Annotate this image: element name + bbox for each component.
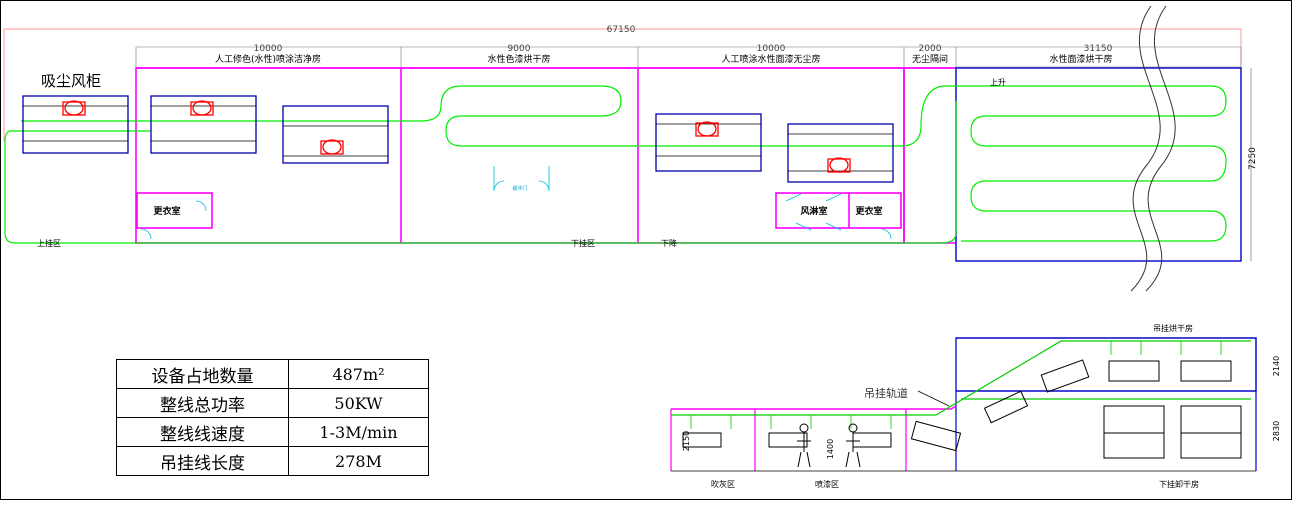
elevation-view — [670, 337, 1257, 472]
section-4-name: 无尘隔间 — [912, 53, 948, 65]
spec-label: 整线总功率 — [116, 388, 289, 418]
spec-row: 吊挂线长度 278M — [116, 446, 429, 476]
spec-table: 设备占地数量 487m² 整线总功率 50KW 整线线速度 1-3M/min 吊… — [116, 359, 429, 476]
dim-upper: 2140 — [1272, 356, 1281, 376]
dim-mid: 1400 — [826, 439, 835, 459]
section-2-name: 水性色漆烘干房 — [487, 53, 550, 65]
section-3-dim: 10000 — [757, 44, 786, 54]
spec-label: 设备占地数量 — [116, 359, 289, 389]
total-length-dim: 67150 — [607, 25, 636, 35]
air-shower-label: 风淋室 — [800, 205, 827, 217]
height-dim: 7250 — [1248, 147, 1258, 170]
zone-unload-label: 下挂卸干房 — [1159, 479, 1199, 489]
doors — [140, 166, 892, 240]
down-label: 下降 — [661, 238, 677, 248]
change-room-2-label: 更衣室 — [855, 205, 882, 217]
section-5-dim: 31150 — [1084, 44, 1113, 54]
section-4-dim: 2000 — [919, 44, 942, 54]
spec-label: 吊挂线长度 — [116, 446, 289, 476]
break-line — [1130, 5, 1176, 292]
dimension-lines — [3, 28, 1242, 141]
spec-value: 1-3M/min — [288, 417, 429, 447]
spec-value: 278M — [288, 446, 429, 476]
room-walls — [135, 67, 956, 244]
up-label: 上升 — [990, 78, 1006, 87]
booth-unit — [22, 95, 129, 154]
dust-cabinet-label: 吸尘风柜 — [41, 72, 101, 90]
spec-row: 设备占地数量 487m² — [116, 359, 429, 389]
rail-label: 吊挂轨道 — [864, 386, 908, 400]
dim-left: 2150 — [682, 431, 691, 451]
spec-value: 50KW — [288, 388, 429, 418]
section-1-name: 人工修色(水性)喷涂洁净房 — [215, 53, 321, 65]
elev-oven-label: 吊挂烘干房 — [1153, 323, 1193, 333]
change-room-1-label: 更衣室 — [153, 205, 180, 217]
oven-room-border — [955, 67, 1242, 262]
booth-unit — [150, 95, 257, 154]
buffer-door-label: 缓冲门 — [512, 185, 527, 192]
spec-label: 整线线速度 — [116, 417, 289, 447]
booth-unit — [655, 113, 762, 172]
zone-blow-label: 吹灰区 — [711, 479, 735, 489]
zone-spray-label: 喷漆区 — [815, 479, 839, 489]
conveyor-line — [4, 85, 1227, 244]
section-3-name: 人工喷涂水性面漆无尘房 — [721, 53, 820, 65]
section-5-name: 水性面漆烘干房 — [1049, 53, 1112, 65]
section-1-dim: 10000 — [254, 44, 283, 54]
booth-unit — [787, 123, 894, 183]
section-2-dim: 9000 — [508, 44, 531, 54]
spec-row: 整线线速度 1-3M/min — [116, 417, 429, 447]
workers — [797, 423, 861, 468]
spec-value: 487m² — [288, 359, 429, 389]
load-zone-label: 上挂区 — [37, 238, 61, 248]
section-dim-lines — [135, 46, 1242, 68]
booth-unit — [282, 105, 389, 164]
unload-zone-label: 下挂区 — [571, 238, 595, 248]
booth-units — [22, 95, 894, 183]
spec-row: 整线总功率 50KW — [116, 388, 429, 418]
dim-lower: 2830 — [1272, 421, 1281, 441]
